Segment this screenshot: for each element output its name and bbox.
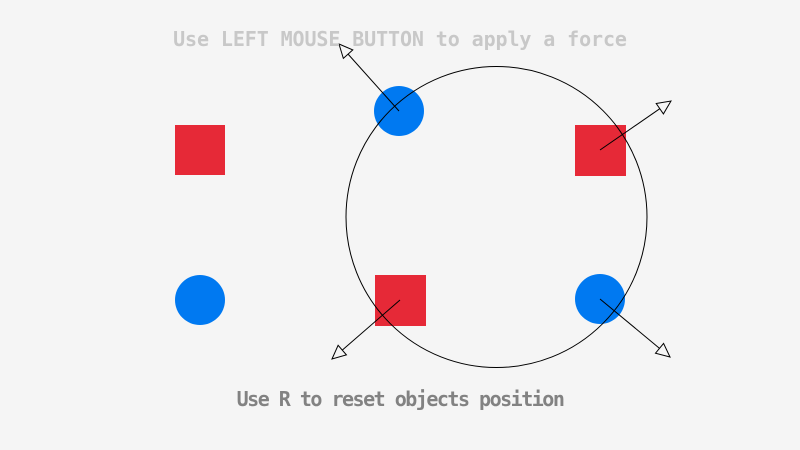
- force-arrow-shaft: [599, 108, 661, 151]
- force-arrow-shaft: [347, 53, 400, 112]
- force-arrow: [331, 299, 401, 360]
- force-arrowhead-icon: [338, 43, 354, 60]
- boundary-circle: [345, 66, 648, 368]
- force-arrowhead-icon: [655, 100, 672, 115]
- force-arrowhead-icon: [331, 344, 348, 360]
- physics-box[interactable]: [175, 125, 225, 175]
- force-arrow-shaft: [599, 298, 660, 349]
- force-arrowhead-icon: [654, 342, 671, 358]
- force-arrow: [338, 43, 400, 112]
- physics-box[interactable]: [375, 275, 426, 326]
- force-arrow-shaft: [341, 299, 401, 351]
- force-arrow: [599, 100, 672, 151]
- force-arrow: [599, 298, 671, 358]
- physics-ball[interactable]: [175, 275, 225, 325]
- physics-box[interactable]: [575, 125, 626, 176]
